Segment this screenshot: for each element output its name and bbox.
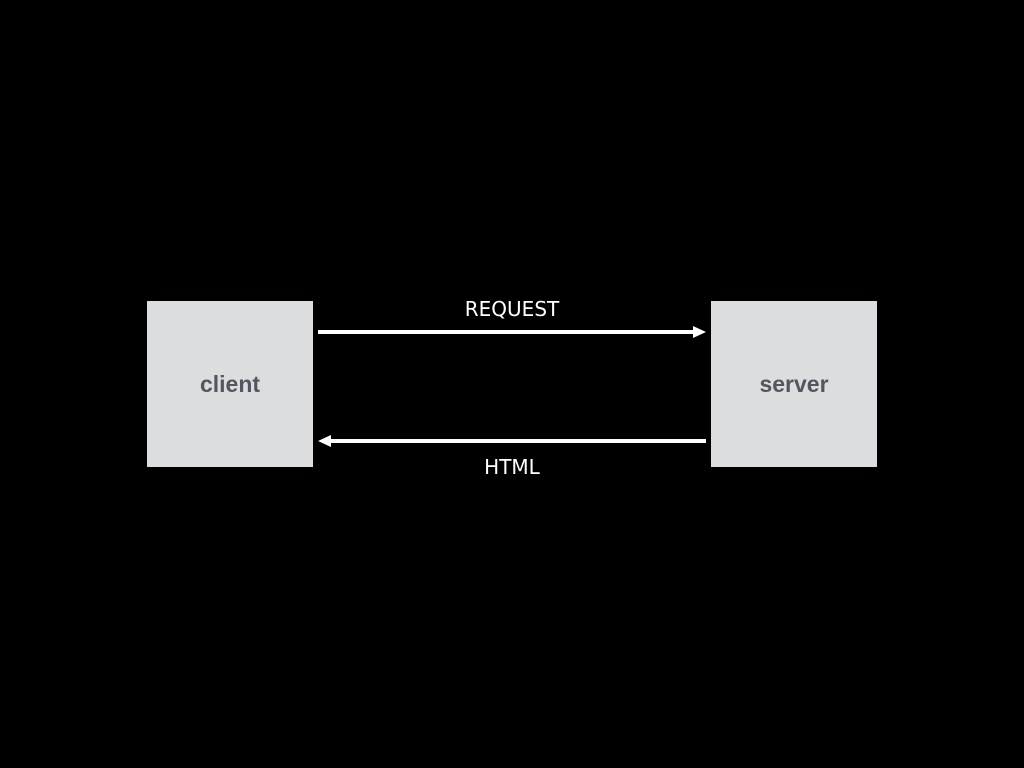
response-arrow [318,435,706,447]
request-arrow [318,326,706,338]
response-label: HTML [484,455,540,479]
server-node-label: server [759,370,829,397]
server-node: server [711,301,877,467]
request-label: REQUEST [464,297,560,321]
client-node: client [147,301,313,467]
client-node-label: client [199,370,261,397]
